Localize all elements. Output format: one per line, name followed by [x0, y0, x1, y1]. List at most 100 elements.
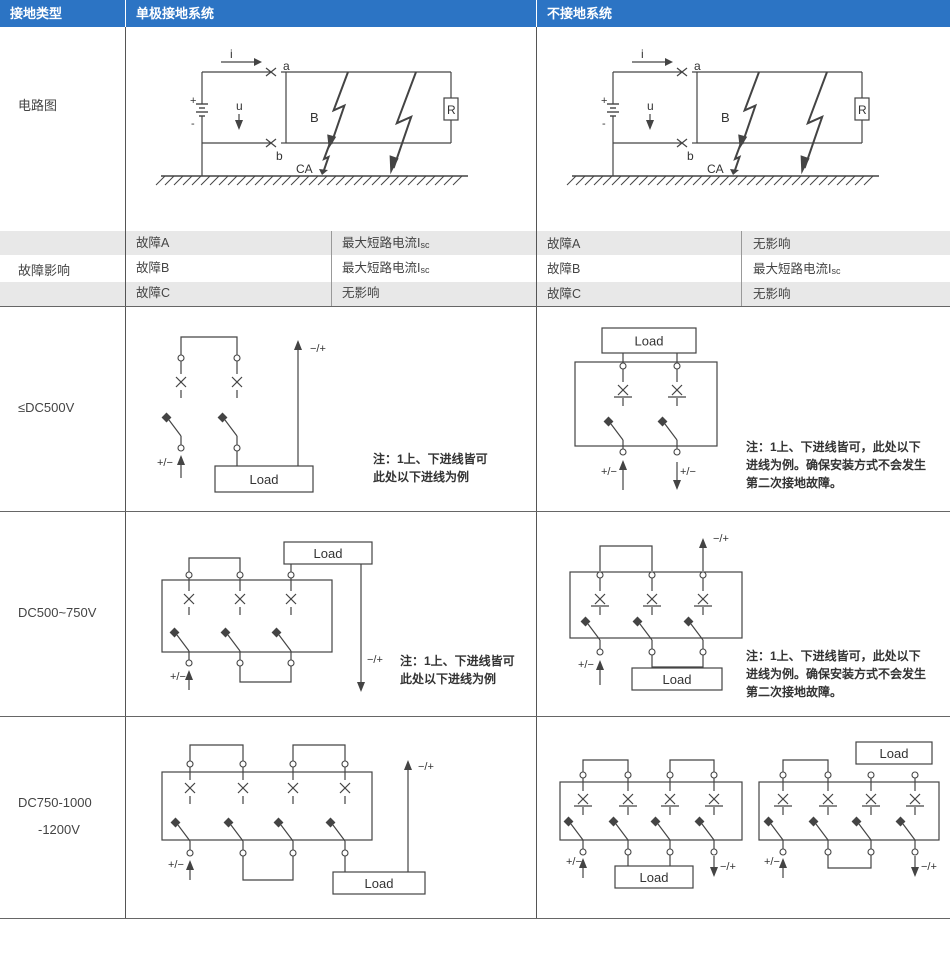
load-label: Load [314, 546, 343, 561]
arrow-up-head [699, 538, 707, 548]
load-box [283, 541, 373, 565]
earth-hatch [155, 175, 166, 186]
polarity-label: −/+ [720, 861, 736, 873]
jumper [188, 557, 241, 575]
arrow-up-head [186, 860, 194, 870]
switch-handle [271, 627, 282, 638]
contact-cross [822, 793, 834, 805]
fault-bolt [741, 71, 760, 145]
row-label-fault: 故障影响 [18, 263, 71, 278]
polarity-label: −/+ [367, 654, 383, 666]
switch-handle [161, 412, 172, 423]
pole-top-terminal [341, 760, 349, 768]
jumper [180, 336, 238, 358]
arrow-down-head [710, 867, 718, 877]
switch-blade [657, 823, 671, 841]
pole-bottom-terminal [699, 648, 707, 656]
contact-cross [865, 793, 877, 805]
earth-hatch [809, 175, 820, 186]
earth-hatch [782, 175, 793, 186]
fault-divider-left [331, 231, 332, 306]
pole-bottom-terminal [710, 848, 718, 856]
earth-hatch [566, 175, 577, 186]
arrow-down-head [646, 120, 654, 130]
resistor [443, 97, 459, 121]
arrow-down-head [235, 120, 243, 130]
earth-hatch [344, 175, 355, 186]
effect-sub: sc [420, 240, 430, 250]
earth-hatch [317, 175, 328, 186]
earth-hatch [299, 175, 310, 186]
note-line: 注：1上、下进线皆可 [373, 452, 488, 466]
switch-blade [224, 419, 238, 437]
earth-hatch [746, 175, 757, 186]
switch-handle [683, 616, 694, 627]
polarity-label: −/+ [921, 861, 937, 873]
load-label: Load [250, 472, 279, 487]
row-label-dc500: ≤DC500V [18, 400, 75, 415]
earth-hatch [701, 175, 712, 186]
battery-plus: + [190, 95, 196, 107]
switch-blade [332, 824, 346, 842]
effect-text: 最大短路电流I [753, 262, 832, 276]
switch-frame [161, 579, 333, 653]
earth-hatch [182, 175, 193, 186]
switch-blade [815, 823, 829, 841]
pole-top-terminal [289, 760, 297, 768]
jumper [782, 759, 829, 775]
note-single-dc750: 注：1上、下进线皆可此处以下进线为例 [400, 652, 515, 688]
note-line: 此处以下进线为例 [400, 672, 497, 686]
switch-handle [217, 412, 228, 423]
polarity-label: −/+ [310, 343, 326, 355]
switch-blade [664, 423, 678, 441]
earth-hatch [602, 175, 613, 186]
jumper [292, 744, 346, 764]
row-label-dc750: DC500~750V [18, 605, 97, 620]
fault-bolt-tip [800, 155, 810, 175]
switch-blade [176, 634, 190, 652]
jumper [651, 655, 703, 668]
earth-hatch [827, 175, 838, 186]
pole-top-terminal [666, 771, 674, 779]
fault-single-a-effect: 最大短路电流Isc [342, 231, 429, 257]
fault-single-a: 故障A [136, 236, 170, 250]
fault-ungr-a: 故障A [547, 237, 581, 251]
jumper [669, 759, 715, 775]
pole-bottom-terminal [673, 448, 681, 456]
earth-hatch [791, 175, 802, 186]
polarity-label: +/− [170, 671, 186, 683]
switch-handle [608, 816, 619, 827]
switch-blade [587, 623, 601, 641]
earth-hatch [371, 175, 382, 186]
row-divider-2 [0, 511, 950, 512]
jumper [582, 759, 629, 775]
earth-hatch [389, 175, 400, 186]
switch-handle [273, 817, 284, 828]
fault-divider-right [741, 231, 742, 306]
polarity-label: +/− [168, 859, 184, 871]
fault-ungr-b-effect: 最大短路电流Isc [753, 257, 840, 283]
polarity-label: +/− [566, 856, 582, 868]
switch-handle [169, 627, 180, 638]
earth-hatch [353, 175, 364, 186]
switch-handle [580, 616, 591, 627]
pole-top-terminal [239, 760, 247, 768]
earth-hatch [452, 175, 463, 186]
fault-bolt-tip [389, 155, 399, 175]
switch-frame [569, 571, 743, 639]
earth-hatch [326, 175, 337, 186]
earth-hatch [200, 175, 211, 186]
note-line: 第二次接地故障。 [746, 476, 843, 490]
note-line: 注：1上、下进线皆可 [400, 654, 515, 668]
battery-minus: - [191, 118, 195, 130]
pole-top-terminal [185, 571, 193, 579]
switch-blade [227, 634, 241, 652]
contact-cross [697, 593, 709, 605]
earth-hatch [425, 175, 436, 186]
battery-minus: - [602, 118, 606, 130]
fault-bolt [733, 142, 742, 174]
note-line: 进线为例。确保安装方式不会发生 [746, 458, 927, 472]
fault-b-label: B [721, 110, 730, 125]
note-line: 此处以下进线为例 [373, 470, 470, 484]
fault-ungr-c-effect: 无影响 [753, 287, 791, 301]
